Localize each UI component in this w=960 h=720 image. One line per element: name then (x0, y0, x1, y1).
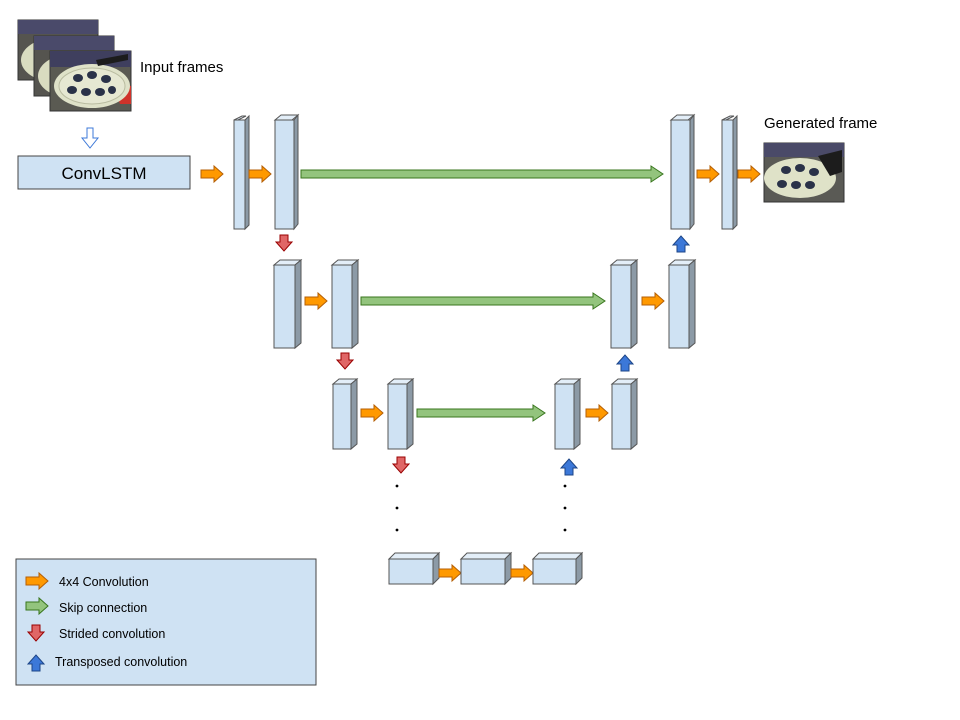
generated-frame-label: Generated frame (764, 115, 877, 132)
red-arrow-icon (275, 234, 293, 252)
feature-block (721, 114, 738, 231)
orange-arrow-icon (696, 165, 720, 183)
feature-block (272, 258, 303, 350)
blue-arrow-icon (616, 354, 634, 372)
hollow-down-arrow-icon (80, 127, 100, 149)
feature-block (667, 258, 697, 350)
skip-connection-arrow (360, 292, 606, 310)
generated-frame-image (763, 142, 845, 203)
orange-arrow-icon (737, 165, 761, 183)
feature-block (273, 113, 300, 231)
legend-box (15, 558, 317, 686)
green-arrow-icon (25, 596, 49, 616)
red-arrow-icon (392, 456, 410, 474)
orange-arrow-icon (438, 564, 462, 582)
orange-arrow-icon (360, 404, 384, 422)
input-frames-label: Input frames (140, 59, 223, 76)
convlstm-block: ConvLSTM (17, 155, 191, 190)
skip-connection-arrow (416, 404, 546, 422)
feature-block (669, 113, 696, 231)
feature-block (610, 377, 639, 451)
input-frame-image (49, 50, 132, 112)
feature-block (609, 258, 639, 350)
skip-connection-arrow (300, 165, 664, 183)
feature-block (330, 258, 360, 350)
feature-block (233, 114, 250, 231)
blue-arrow-icon (672, 235, 690, 253)
legend: 4x4 Convolution Skip connection Strided … (15, 558, 317, 686)
legend-label: Skip connection (59, 601, 147, 615)
orange-arrow-icon (304, 292, 328, 310)
orange-arrow-icon (200, 165, 224, 183)
ellipsis-dots (395, 484, 567, 532)
red-arrow-icon (336, 352, 354, 370)
bottleneck-block (459, 551, 513, 586)
orange-arrow-icon (585, 404, 609, 422)
bottleneck-block (531, 551, 584, 586)
legend-label: Transposed convolution (55, 655, 187, 669)
legend-label: Strided convolution (59, 627, 165, 641)
convlstm-label: ConvLSTM (61, 164, 146, 183)
orange-arrow-icon (248, 165, 272, 183)
input-frames-stack (17, 19, 132, 112)
feature-block (553, 377, 582, 451)
blue-arrow-icon (560, 458, 578, 476)
legend-label: 4x4 Convolution (59, 575, 149, 589)
orange-arrow-icon (510, 564, 534, 582)
bottleneck-block (387, 551, 441, 586)
feature-block (331, 377, 359, 451)
orange-arrow-icon (641, 292, 665, 310)
feature-block (386, 377, 415, 451)
